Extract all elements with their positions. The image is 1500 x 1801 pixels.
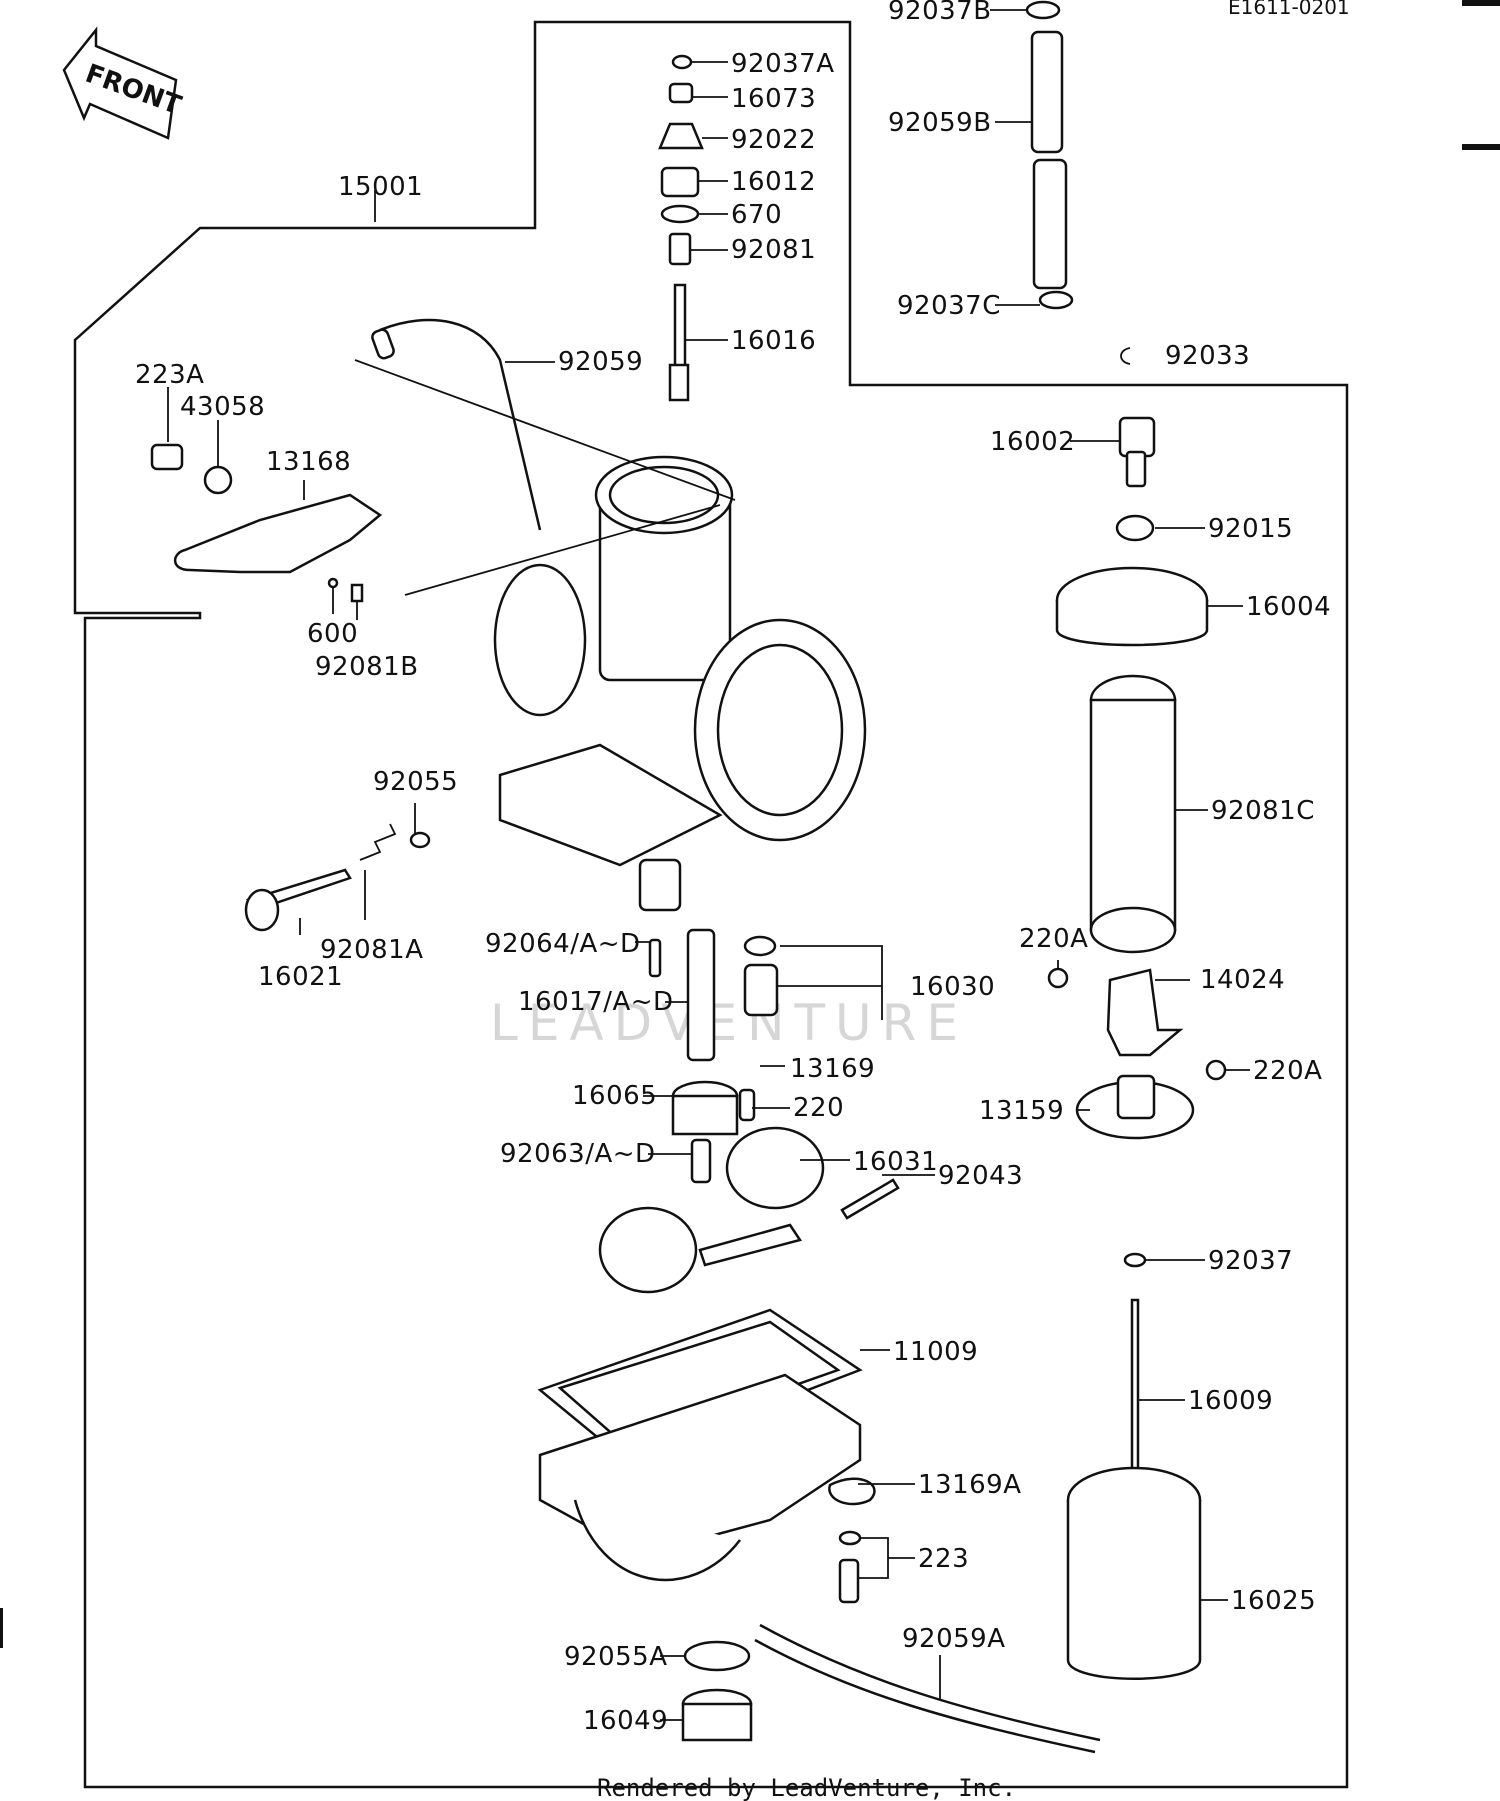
part-label: 92064/A~D <box>485 929 641 959</box>
part-label: 16065 <box>572 1081 657 1111</box>
part-label: 16030 <box>910 972 995 1002</box>
corner-bar <box>1462 0 1500 6</box>
part-label: 16009 <box>1188 1386 1273 1416</box>
part-label: 16012 <box>731 167 816 197</box>
part-label: 220A <box>1019 924 1088 954</box>
part-label: 16004 <box>1246 592 1331 622</box>
part-label: 92081A <box>320 935 424 965</box>
part-label: 16031 <box>853 1147 938 1177</box>
part-label: 92055 <box>373 767 458 797</box>
jet-parts <box>598 928 900 1294</box>
part-label: 13168 <box>266 447 351 477</box>
part-label: 92037B <box>888 0 992 26</box>
part-label: 16049 <box>583 1706 668 1736</box>
part-label: 92043 <box>938 1161 1023 1191</box>
watermark: LEADVENTURE <box>490 994 968 1052</box>
part-label: 92081B <box>315 652 419 682</box>
part-label: 16073 <box>731 84 816 114</box>
part-labels: 15001 92037A 16073 92022 16012 670 92081… <box>135 0 1331 1736</box>
part-label: 220 <box>793 1093 844 1123</box>
part-label: 16021 <box>258 962 343 992</box>
part-label: 13159 <box>979 1096 1064 1126</box>
part-label: 92059B <box>888 108 992 138</box>
part-label: 16016 <box>731 326 816 356</box>
part-label: 16025 <box>1231 1586 1316 1616</box>
part-label: 92033 <box>1165 341 1250 371</box>
part-label: 92059A <box>902 1624 1006 1654</box>
part-label: 92022 <box>731 125 816 155</box>
part-label: 670 <box>731 200 782 230</box>
linkage-parts <box>150 443 431 932</box>
part-label: 92037C <box>897 291 1001 321</box>
throttle-parts <box>1025 0 1227 1680</box>
part-label: 11009 <box>893 1337 978 1367</box>
corner-bar <box>1462 144 1500 150</box>
part-label: 92037A <box>731 49 835 79</box>
part-label: 92059 <box>558 347 643 377</box>
part-label: 14024 <box>1200 965 1285 995</box>
part-label: 92081C <box>1211 796 1315 826</box>
part-label: 16017/A~D <box>518 987 674 1017</box>
part-label: 92037 <box>1208 1246 1293 1276</box>
leader-lines <box>167 9 1250 1721</box>
part-label: 92015 <box>1208 514 1293 544</box>
part-label: 92081 <box>731 235 816 265</box>
part-label: 13169 <box>790 1054 875 1084</box>
part-label: 223A <box>135 360 204 390</box>
part-label: 15001 <box>338 172 423 202</box>
part-label: 92055A <box>564 1642 668 1672</box>
edge-mark <box>0 1608 3 1648</box>
part-label: 16002 <box>990 427 1075 457</box>
part-label: 13169A <box>918 1470 1022 1500</box>
float-bowl <box>537 1308 1101 1754</box>
front-arrow-icon: FRONT <box>62 26 185 140</box>
top-stack-parts <box>658 54 704 402</box>
part-label: 600 <box>307 619 358 649</box>
part-label: 223 <box>918 1544 969 1574</box>
part-label: 92063/A~D <box>500 1139 656 1169</box>
footer-credit: Rendered by LeadVenture, Inc. <box>597 1774 1016 1801</box>
part-label: 43058 <box>180 392 265 422</box>
diagram-code: E1611-0201 <box>1228 0 1350 19</box>
assembly-outline <box>73 20 1349 1789</box>
carburetor-body <box>354 318 867 912</box>
part-label: 220A <box>1253 1056 1322 1086</box>
